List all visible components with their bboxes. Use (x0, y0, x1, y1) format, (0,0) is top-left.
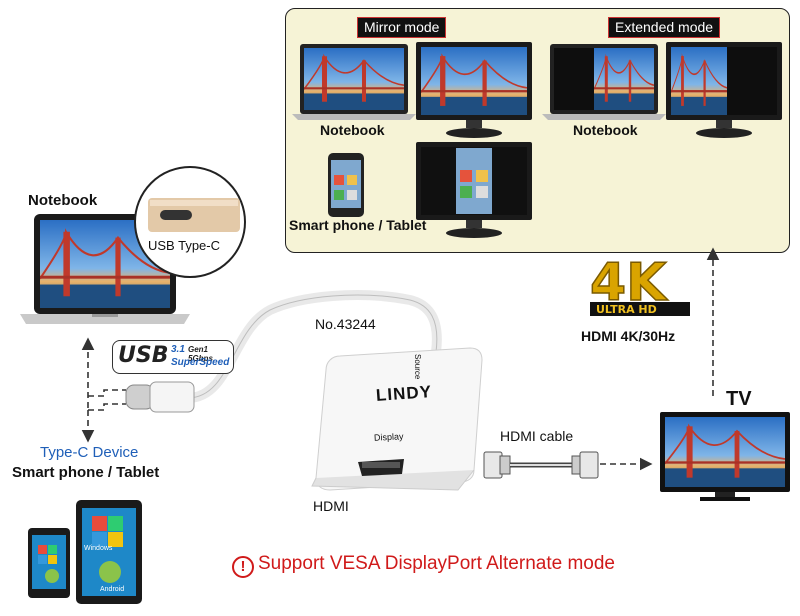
lindy-brand-logo: LINDY (375, 382, 433, 405)
usb-superspeed-badge: USB 3.1 Gen1 5Gbps SuperSpeed (112, 340, 234, 374)
mirror-monitor-image (416, 42, 532, 138)
usb-typec-label: USB Type-C (148, 238, 221, 253)
ultra-hd-logo-text: ULTRA HD (596, 303, 657, 316)
hdmi-cable-image (483, 451, 599, 479)
mirror-notebook-label: Notebook (320, 122, 385, 138)
extended-notebook-label: Notebook (573, 122, 638, 138)
small-tablet-image (28, 528, 70, 598)
typec-device-label: Type-C Device (40, 444, 139, 461)
mirror-mode-label: Mirror mode (357, 17, 447, 38)
notebook-label: Notebook (28, 192, 98, 209)
model-number-label: No.43244 (315, 316, 376, 332)
extended-monitor-image (666, 42, 782, 138)
connection-arrows (81, 247, 720, 471)
mirror-notebook-image (292, 44, 416, 120)
windows-label: Windows (84, 545, 113, 552)
left-smartphone-label: Smart phone / Tablet (12, 464, 160, 481)
hdmi-adapter (311, 347, 483, 491)
exclamation-icon: ! (232, 556, 254, 578)
hdmi-cable-label: HDMI cable (500, 428, 574, 444)
extended-notebook-image (542, 44, 666, 120)
support-notice: !Support VESA DisplayPort Alternate mode (232, 553, 615, 578)
4k-ultra-hd-logo: 4K ULTRA HD (589, 252, 690, 316)
superspeed-text: SuperSpeed (171, 357, 230, 368)
source-port-label: Source (413, 354, 422, 380)
mirror-phone-image (328, 153, 364, 217)
android-label: Android (100, 586, 125, 593)
mirror-phone-monitor-image (416, 142, 532, 238)
tv-image (660, 412, 790, 501)
support-notice-text: Support VESA DisplayPort Alternate mode (258, 553, 615, 574)
usb-version-text: 3.1 (171, 344, 185, 355)
extended-mode-label: Extended mode (608, 17, 721, 38)
mirror-smartphone-label: Smart phone / Tablet (289, 217, 427, 233)
display-port-label: Display (373, 431, 404, 443)
tv-label: TV (726, 388, 752, 410)
usb-logo-text: USB (118, 343, 169, 368)
hdmi-4k-label: HDMI 4K/30Hz (581, 328, 676, 344)
hdmi-label: HDMI (313, 498, 349, 514)
usb-typec-port-zoom (134, 166, 246, 278)
usb-gen-text: Gen1 5Gbps (188, 345, 213, 363)
large-tablet-image (76, 500, 142, 604)
